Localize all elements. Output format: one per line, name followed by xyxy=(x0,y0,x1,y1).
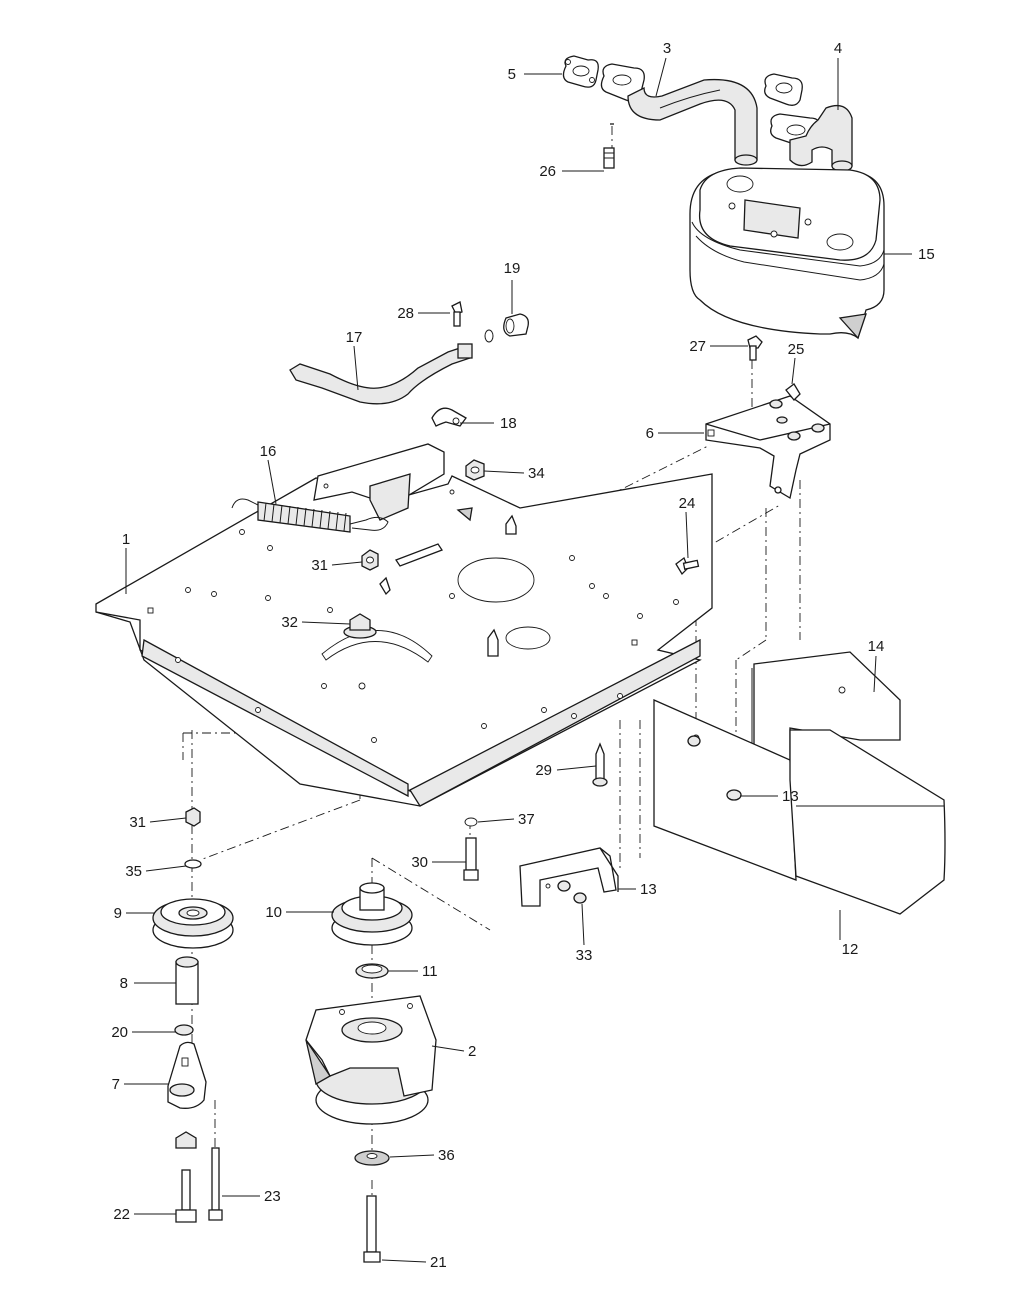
drive-stack-drawing xyxy=(305,882,437,1263)
clutch-bracket-drawing xyxy=(519,847,619,907)
callout-32: 32 xyxy=(281,614,298,631)
callout-35: 35 xyxy=(125,863,142,880)
exhaust-pipe-left-drawing xyxy=(764,73,853,172)
callout-5: 5 xyxy=(508,66,516,83)
callout-15: 15 xyxy=(918,246,935,263)
callout-25: 25 xyxy=(788,341,805,358)
callout-26: 26 xyxy=(539,163,556,180)
callout-16: 16 xyxy=(260,443,277,460)
callout-13-bracket: 13 xyxy=(640,881,657,898)
callout-28: 28 xyxy=(397,305,414,322)
callout-22: 22 xyxy=(113,1206,130,1223)
callout-14: 14 xyxy=(868,638,885,655)
callout-1: 1 xyxy=(122,531,130,548)
callout-24: 24 xyxy=(679,495,696,512)
carriage-bolt-drawing xyxy=(675,556,700,576)
callout-37: 37 xyxy=(518,811,535,828)
callout-31-lower: 31 xyxy=(129,814,146,831)
drain-assembly-drawing xyxy=(289,301,529,427)
heat-shield-lower-drawing xyxy=(653,699,946,915)
muffler-bracket-drawing xyxy=(705,335,831,500)
mounting-plate-drawing xyxy=(95,443,713,807)
muffler-drawing xyxy=(689,167,885,340)
idler-stack-drawing xyxy=(152,807,234,1223)
callout-31-upper: 31 xyxy=(311,557,328,574)
pin-and-bolt-drawing xyxy=(463,742,608,881)
callout-23: 23 xyxy=(264,1188,281,1205)
callout-36: 36 xyxy=(438,1147,455,1164)
extension-spring-drawing xyxy=(231,498,389,533)
callout-17: 17 xyxy=(346,329,363,346)
callout-11: 11 xyxy=(422,963,438,980)
plate-fasteners-drawing xyxy=(343,459,485,639)
callout-leaders xyxy=(124,57,912,1263)
callout-3: 3 xyxy=(663,40,671,57)
exhaust-pipe-right-drawing xyxy=(600,63,758,169)
callout-6: 6 xyxy=(646,425,654,442)
callout-19: 19 xyxy=(504,260,521,277)
callout-29: 29 xyxy=(535,762,552,779)
callout-9: 9 xyxy=(114,905,122,922)
callout-4: 4 xyxy=(834,40,842,57)
callout-7: 7 xyxy=(112,1076,120,1093)
callout-30: 30 xyxy=(411,854,428,871)
callout-34: 34 xyxy=(528,465,545,482)
callout-33: 33 xyxy=(576,947,593,964)
callout-27: 27 xyxy=(689,338,706,355)
callout-10: 10 xyxy=(265,904,282,921)
callout-13-nut: 13 xyxy=(782,788,799,805)
callout-21: 21 xyxy=(430,1254,447,1271)
callout-12: 12 xyxy=(842,941,859,958)
callout-numbers: 5 3 4 26 15 19 28 17 18 27 25 6 16 34 24… xyxy=(111,40,934,1271)
callout-2: 2 xyxy=(468,1043,476,1060)
callout-20: 20 xyxy=(111,1024,128,1041)
callout-8: 8 xyxy=(120,975,128,992)
exhaust-gasket-drawing xyxy=(562,55,599,88)
callout-18: 18 xyxy=(500,415,517,432)
